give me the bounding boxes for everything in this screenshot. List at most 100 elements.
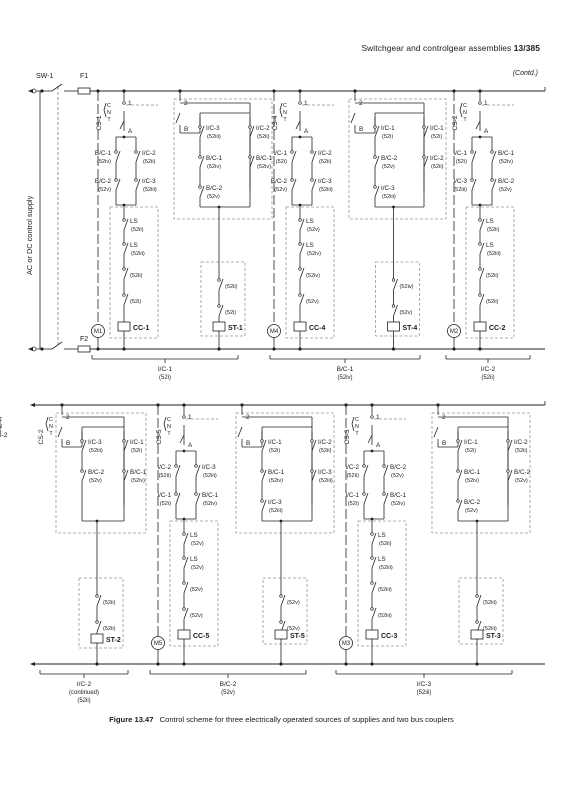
aux-contact bbox=[122, 261, 129, 287]
contact-terminal bbox=[490, 150, 494, 154]
contact-terminal bbox=[248, 125, 252, 129]
position-a-label: A bbox=[188, 442, 193, 449]
selector-blade bbox=[433, 426, 439, 438]
section-ref: (52v) bbox=[221, 690, 235, 696]
contact-label: B/C-2 bbox=[206, 185, 223, 192]
arrow-head bbox=[28, 89, 33, 93]
contact-label: I/C-2 bbox=[345, 464, 359, 471]
contact-label: I/C-1 bbox=[430, 125, 444, 132]
contact-blade bbox=[199, 185, 205, 198]
selector-n: N bbox=[463, 110, 467, 116]
selector-label: CS-2 bbox=[0, 432, 8, 439]
contact-label: I/C-1 bbox=[157, 492, 171, 499]
coil-label: ST-4 bbox=[403, 325, 418, 332]
position-2-label: 2 bbox=[442, 414, 446, 421]
contact-label: B/C-1 bbox=[464, 469, 481, 476]
interlock-contact: B/C-1(52iv) bbox=[490, 143, 515, 171]
contact-ref: (52ii) bbox=[257, 134, 270, 140]
selector-t: T bbox=[167, 431, 171, 437]
coil-body bbox=[90, 633, 104, 644]
contact-label: I/C-2 bbox=[142, 150, 156, 157]
position-2-label: 2 bbox=[359, 100, 363, 107]
aux-contact-ref: (52v) bbox=[190, 613, 203, 619]
contact-label: I/C-1 bbox=[273, 150, 287, 157]
position-1-label: 1 bbox=[376, 414, 380, 421]
contact-blade bbox=[374, 185, 380, 198]
section-name: I/C-2 bbox=[481, 366, 496, 373]
closing-coil-cc-5: CC-5 bbox=[177, 629, 209, 640]
trip-interlock-contact: B/C-1(52iv) bbox=[122, 461, 147, 491]
contact-label: B/C-2 bbox=[498, 178, 515, 185]
contact-ref: (52i) bbox=[276, 159, 287, 165]
contact-ref: (52ii) bbox=[319, 448, 332, 454]
contact-blade bbox=[218, 304, 224, 317]
contact-terminal bbox=[248, 155, 252, 159]
contact-ref: (52v) bbox=[382, 164, 395, 170]
contact-blade bbox=[299, 218, 305, 231]
interlock-contact: I/C-3(52iii) bbox=[134, 171, 157, 199]
selector-label: CS-2 bbox=[452, 115, 459, 130]
contact-terminal bbox=[174, 464, 178, 468]
selector-n: N bbox=[283, 110, 287, 116]
selector-c: C bbox=[0, 417, 2, 423]
closing-coil-cc-4: CC-4 bbox=[293, 321, 325, 332]
limit-switch-2: LS(52iii) bbox=[370, 551, 393, 575]
coil-body bbox=[293, 321, 307, 332]
selector-label: CS-4 bbox=[272, 115, 279, 130]
closing-circuit-box bbox=[285, 206, 335, 339]
section-ref: (52iii) bbox=[417, 690, 432, 696]
motor-m4: M4 bbox=[267, 324, 281, 338]
contact-label: B/C-1 bbox=[130, 469, 147, 476]
contact-label: B/C-1 bbox=[268, 469, 285, 476]
contact-label: I/C-2 bbox=[430, 155, 444, 162]
limit-switch-2: LS(52iv) bbox=[298, 237, 321, 261]
panel-ic1: CS-1CNT1AB/C-1(52iv)B/C-2(52v)I/C-2(52ii… bbox=[91, 89, 273, 381]
contact-ref: (52iv) bbox=[203, 501, 217, 507]
position-1-label: 1 bbox=[128, 100, 132, 107]
trip-interlock-contact: B/C-2(52v) bbox=[198, 177, 223, 207]
contact-terminal bbox=[174, 492, 178, 496]
contact-terminal bbox=[370, 581, 374, 585]
contact-terminal bbox=[122, 242, 126, 246]
contact-ref: (52iv) bbox=[465, 478, 479, 484]
contact-terminal bbox=[80, 469, 84, 473]
aux-contact-ref: (52ii) bbox=[103, 626, 116, 632]
contact-blade bbox=[363, 464, 369, 477]
contact-terminal bbox=[373, 185, 377, 189]
contact-label: I/C-2 bbox=[157, 464, 171, 471]
contact-terminal bbox=[310, 439, 314, 443]
position-b-label: B bbox=[442, 440, 446, 447]
motor-label: M3 bbox=[342, 641, 351, 647]
contact-label: B/C-1 bbox=[95, 150, 112, 157]
coil-label: CC-4 bbox=[309, 325, 325, 332]
contact-terminal bbox=[475, 620, 479, 624]
selector-bracket bbox=[351, 416, 355, 425]
trip-interlock-contact: B/C-2(52v) bbox=[373, 147, 398, 177]
contact-terminal bbox=[198, 155, 202, 159]
contact-ref: (52i) bbox=[382, 134, 393, 140]
coil-label: ST-5 bbox=[290, 633, 305, 640]
contact-blade bbox=[311, 150, 317, 163]
trip-circuit-box bbox=[78, 577, 124, 649]
section-ref: (52i) bbox=[159, 375, 171, 381]
aux-contact-ref: (52iii) bbox=[483, 626, 497, 632]
contact-terminal bbox=[134, 150, 138, 154]
contact-terminal bbox=[370, 556, 374, 560]
contact-blade bbox=[374, 125, 380, 138]
contact-label: I/C-3 bbox=[88, 439, 102, 446]
supply-label: AC or DC control supply bbox=[25, 195, 34, 275]
trip-interlock-contact: I/C-2(52ii) bbox=[310, 431, 332, 461]
contact-blade bbox=[371, 532, 377, 545]
shunt-trip-coil-st-4: ST-4 bbox=[387, 321, 418, 332]
aux-contact bbox=[298, 261, 305, 287]
selector-bracket bbox=[103, 109, 107, 118]
contact-terminal bbox=[290, 178, 294, 182]
aux-contact bbox=[95, 588, 102, 614]
contact-terminal bbox=[478, 242, 482, 246]
contact-label: B/C-2 bbox=[514, 469, 531, 476]
contact-ref: (52iv) bbox=[269, 478, 283, 484]
trip-interlock-contact: I/C-2(52ii) bbox=[422, 147, 444, 177]
